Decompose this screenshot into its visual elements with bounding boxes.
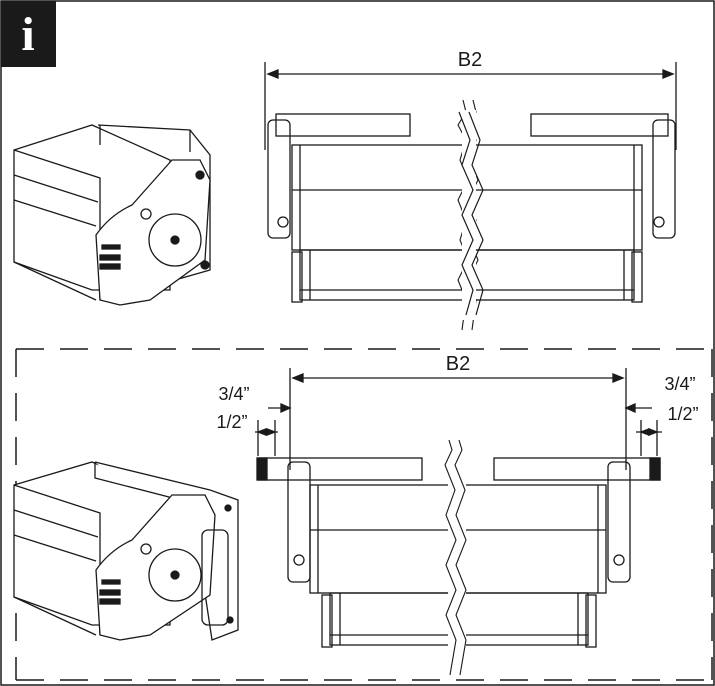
top-b2-dimension (264, 62, 677, 150)
bottom-b2-label: B2 (446, 353, 470, 375)
top-break-marks (457, 99, 484, 331)
bottom-break-marks (444, 439, 467, 676)
right-inner-offset-label: 1/2” (667, 404, 698, 424)
bottom-dashed-box (15, 348, 713, 681)
info-badge: i (1, 1, 56, 67)
left-outer-offset-label: 3/4” (218, 384, 249, 404)
left-offset-dimensions (255, 402, 292, 456)
right-outer-offset-label: 3/4” (664, 374, 695, 394)
top-b2-label: B2 (458, 49, 482, 71)
bottom-perspective-view (13, 461, 239, 641)
top-panel: B2 (13, 49, 677, 331)
info-icon (1, 1, 56, 67)
bottom-panel: B2 3/4” 1/2” 3/4” 1/2” (13, 353, 699, 676)
left-inner-offset-label: 1/2” (216, 412, 247, 432)
bottom-b2-dimension (289, 368, 627, 470)
right-offset-dimensions (624, 402, 662, 456)
top-perspective-view (13, 124, 211, 306)
info-glyph: i (21, 8, 34, 61)
